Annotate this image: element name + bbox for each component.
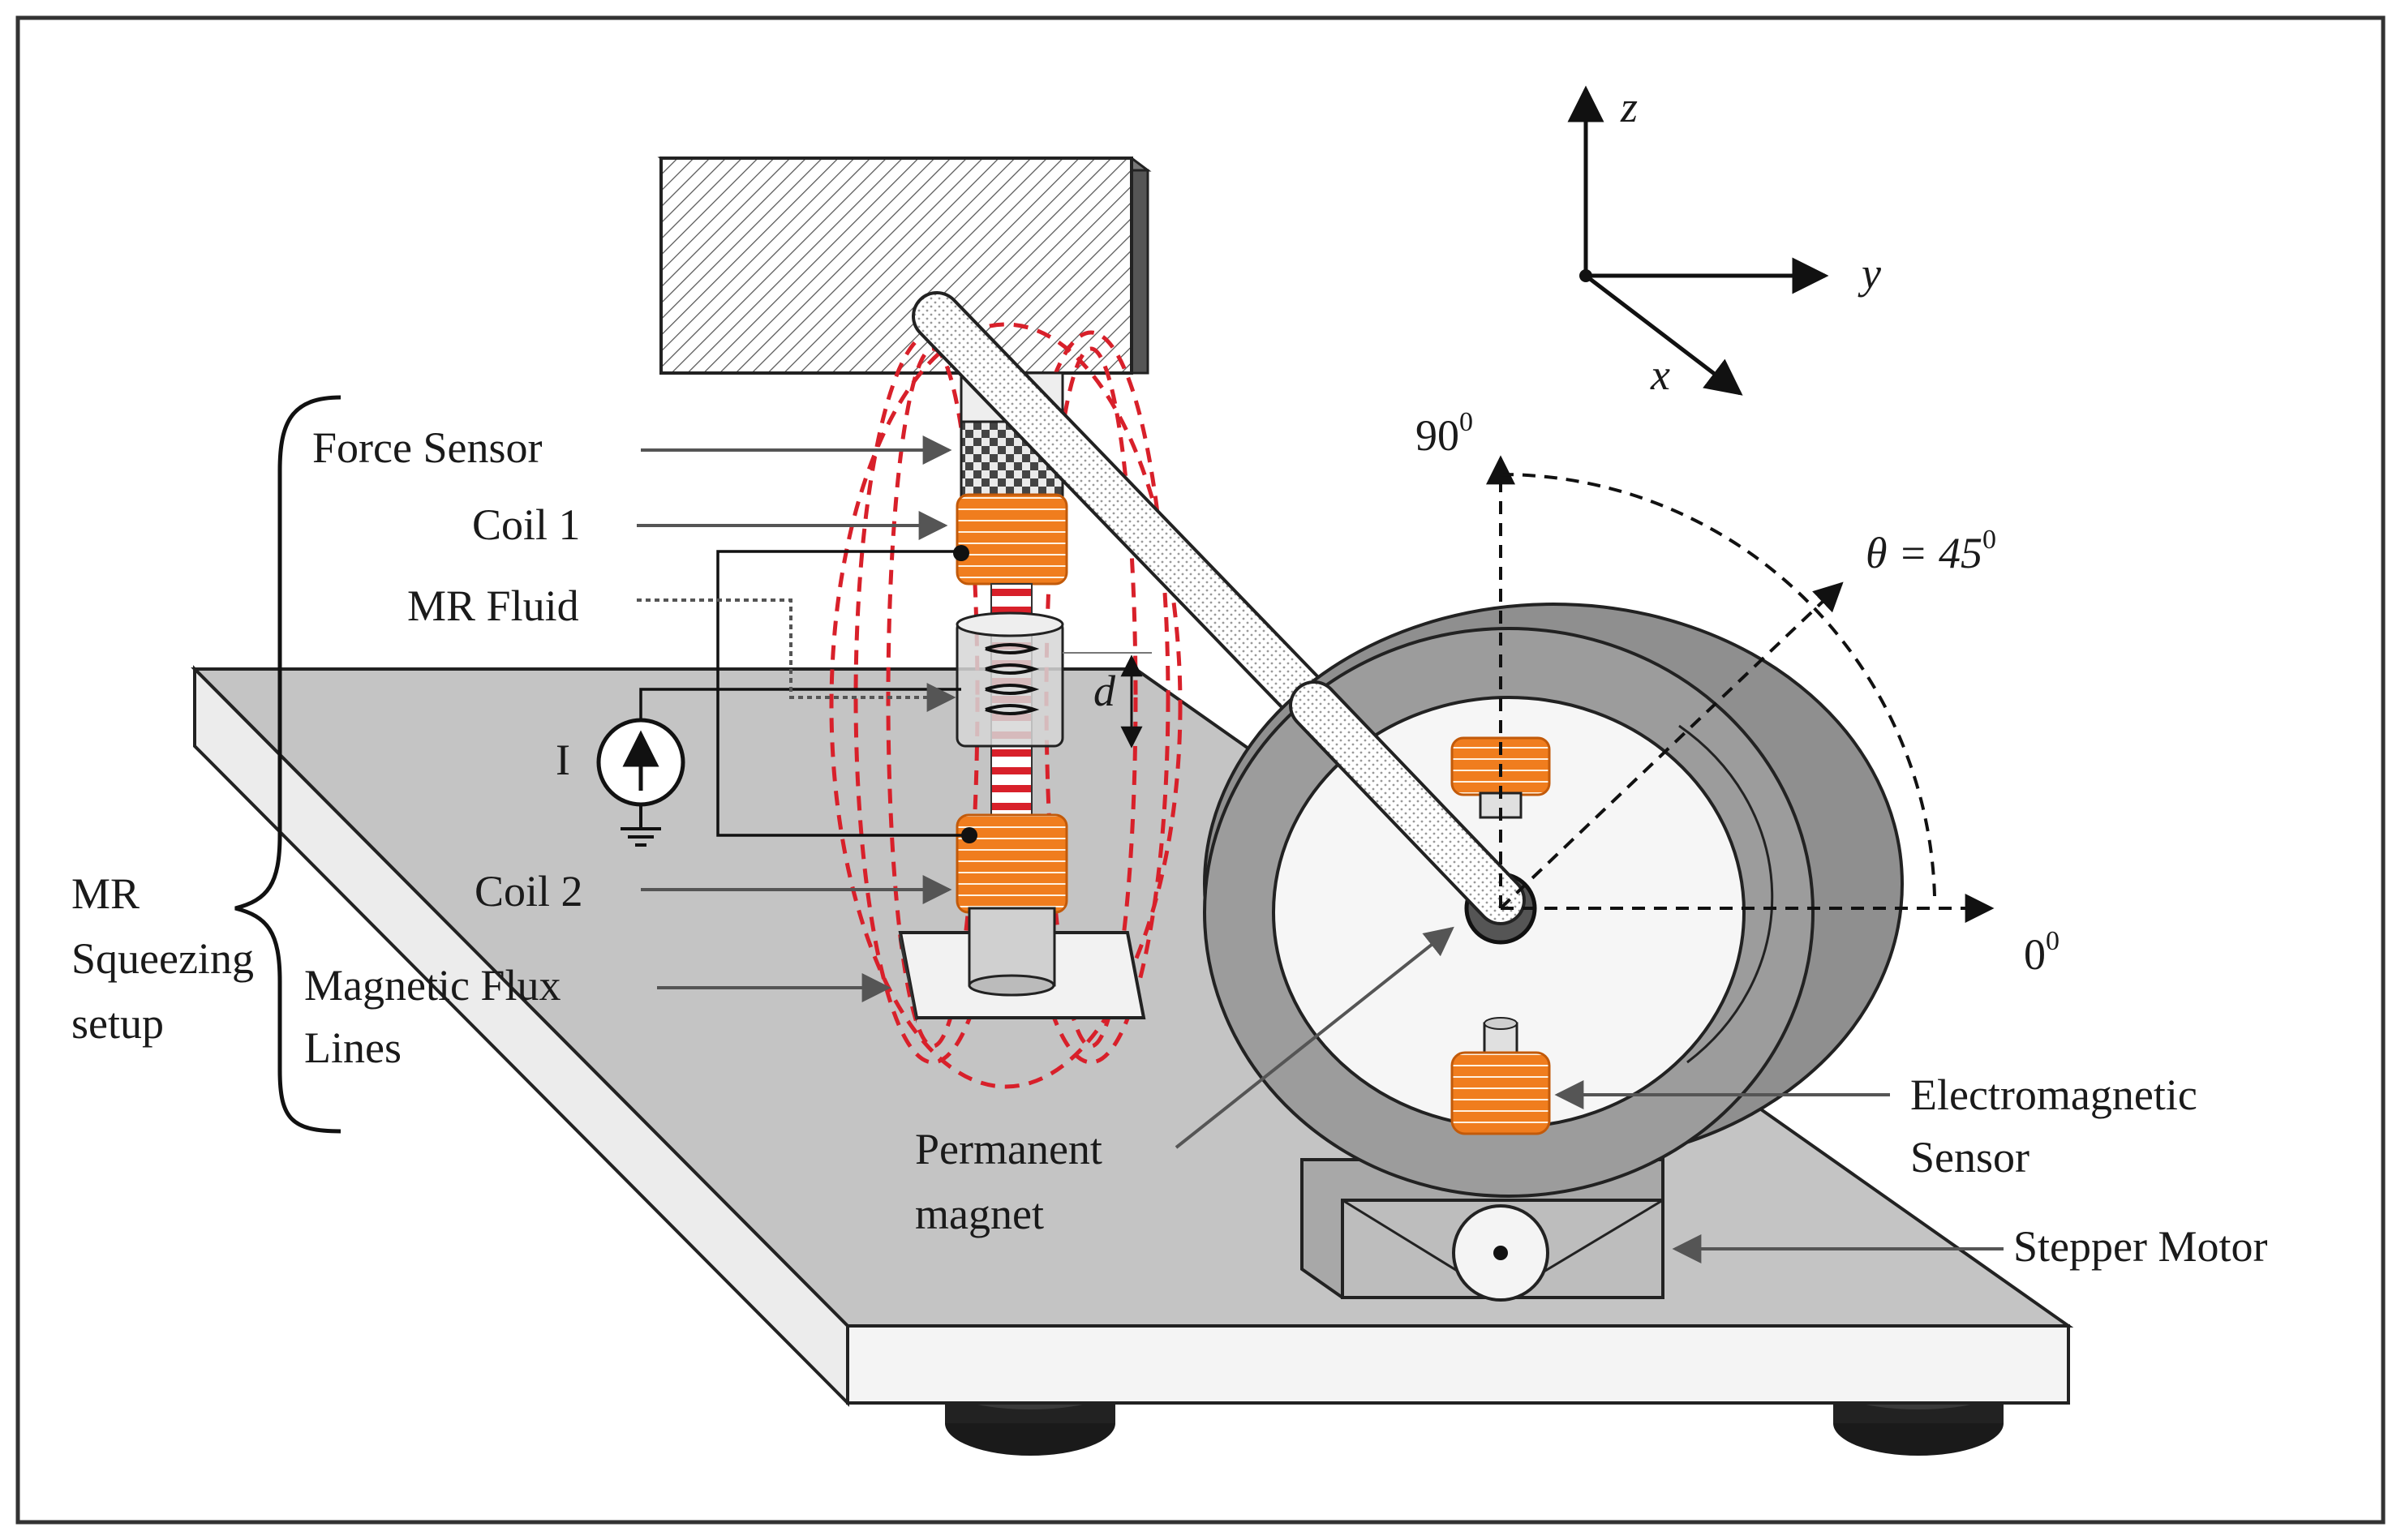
coil-1-label: Coil 1 (472, 500, 581, 549)
gap-dimension: d (1063, 652, 1152, 749)
em-sensor-bottom (1450, 1017, 1551, 1135)
current-label: I (556, 736, 570, 784)
angle-reference (1486, 455, 1995, 923)
angle-0-label: 00 (2024, 926, 2060, 979)
magnetic-flux-label-line2: Lines (304, 1023, 402, 1072)
mr-setup-label-line3: setup (71, 999, 164, 1048)
coil-2-label: Coil 2 (475, 867, 583, 916)
em-sensor-label-line1: Electromagnetic (1910, 1070, 2197, 1119)
coil-1-terminal (953, 545, 969, 561)
stepper-motor-label: Stepper Motor (2013, 1222, 2267, 1271)
axis-x-label: x (1650, 350, 1670, 399)
support-block (657, 157, 1152, 375)
coil-1-body (956, 493, 1068, 586)
mr-fluid-label: MR Fluid (407, 581, 579, 630)
mr-fluid-container (956, 619, 1064, 748)
coordinate-axes (1567, 85, 1829, 396)
stepper-motor (1300, 1158, 1664, 1302)
mr-setup-label-line2: Squeezing (71, 934, 254, 983)
angle-90-label: 900 (1415, 407, 1473, 460)
magnetic-flux-label-line1: Magnetic Flux (304, 961, 561, 1010)
em-sensor-label-line2: Sensor (1910, 1133, 2029, 1182)
leader-arrows (637, 435, 2004, 1263)
axis-y-label: y (1858, 249, 1881, 298)
permanent-magnet-label-line1: Permanent (915, 1125, 1102, 1173)
coil-2-terminal (961, 827, 977, 843)
current-source (596, 718, 685, 847)
gap-label: d (1093, 667, 1116, 715)
mr-setup-label-line1: MR (71, 869, 140, 918)
axis-z-label: z (1620, 83, 1638, 131)
permanent-magnet-label-line2: magnet (915, 1190, 1044, 1238)
force-sensor-label: Force Sensor (312, 423, 542, 472)
setup-brace (234, 395, 341, 1134)
theta-label: θ = 450 (1866, 525, 1996, 577)
